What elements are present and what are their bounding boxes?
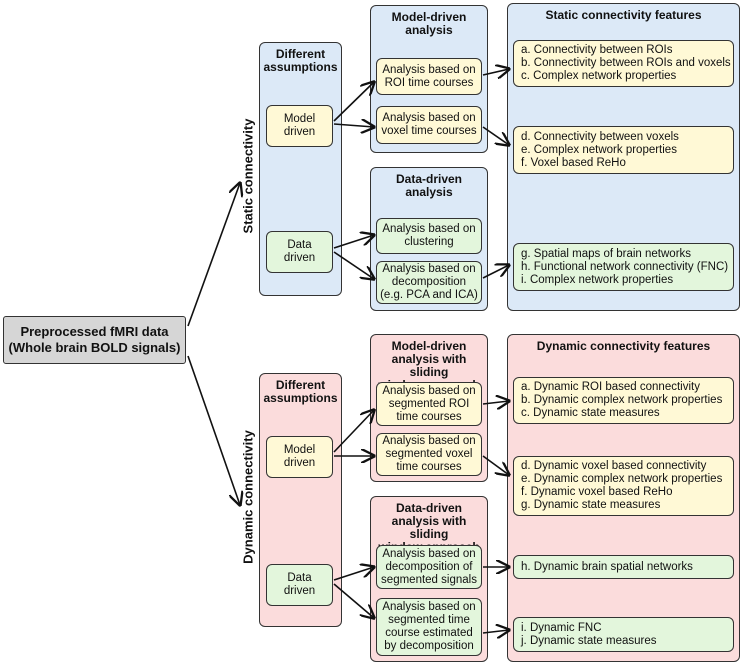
arrow-root-to-dynamic: [187, 355, 240, 505]
arrow-static-model-to-roi: [333, 82, 374, 122]
arrow-static-roi-to-features: [482, 69, 509, 75]
feature-item: b. Connectivity between ROIs and voxels: [521, 57, 731, 69]
static-decomposition-box: Analysis based on decomposition (e.g. PC…: [376, 261, 482, 304]
static-data-driven-box: Data driven: [266, 231, 333, 273]
feature-item: d. Dynamic voxel based connectivity: [521, 460, 707, 472]
static-voxel-analysis-box: Analysis based on voxel time courses: [376, 106, 482, 144]
arrow-root-to-static: [187, 183, 240, 327]
feature-item: g. Dynamic state measures: [521, 499, 661, 511]
static-features-group-2: d. Connectivity between voxels e. Comple…: [513, 126, 734, 174]
dynamic-roi-analysis-box: Analysis based on segmented ROI time cou…: [376, 382, 482, 426]
arrow-dynamic-data-to-segmented: [333, 583, 374, 618]
feature-item: i. Complex network properties: [521, 273, 674, 286]
dynamic-segmented-box: Analysis based on segmented time course …: [376, 598, 482, 656]
feature-item: a. Connectivity between ROIs: [521, 44, 673, 56]
arrow-static-data-to-clustering: [333, 235, 374, 249]
dynamic-data-driven-box: Data driven: [266, 564, 333, 606]
arrow-static-data-to-decomposition: [333, 251, 374, 279]
arrow-dynamic-segmented-to-features: [482, 630, 509, 633]
feature-item: g. Spatial maps of brain networks: [521, 247, 692, 260]
feature-item: h. Functional network connectivity (FNC): [521, 260, 729, 273]
dynamic-decomposition-box: Analysis based on decomposition of segme…: [376, 545, 482, 589]
static-features-group-3: g. Spatial maps of brain networks h. Fun…: [513, 243, 734, 291]
feature-item: a. Dynamic ROI based connectivity: [521, 381, 700, 393]
dynamic-features-group-1: a. Dynamic ROI based connectivity b. Dyn…: [513, 377, 734, 424]
arrow-dynamic-roi-to-features: [482, 401, 509, 404]
arrow-dynamic-model-to-roi: [333, 410, 374, 453]
feature-item: e. Dynamic complex network properties: [521, 473, 723, 485]
dynamic-model-driven-box: Model driven: [266, 436, 333, 478]
feature-item: e. Complex network properties: [521, 143, 677, 156]
dynamic-features-group-2: d. Dynamic voxel based connectivity e. D…: [513, 456, 734, 516]
feature-item: f. Voxel based ReHo: [521, 156, 626, 169]
feature-item: h. Dynamic brain spatial networks: [521, 560, 693, 573]
feature-item: c. Complex network properties: [521, 70, 677, 82]
arrow-dynamic-data-to-decomposition: [333, 567, 374, 581]
feature-item: i. Dynamic FNC: [521, 621, 602, 634]
feature-item: c. Dynamic state measures: [521, 407, 660, 419]
arrow-static-voxel-to-features: [482, 126, 509, 145]
static-model-driven-box: Model driven: [266, 105, 333, 147]
arrow-static-decomposition-to-features: [482, 265, 509, 279]
arrow-static-model-to-voxel: [333, 124, 374, 127]
dynamic-features-group-4: i. Dynamic FNC j. Dynamic state measures: [513, 617, 734, 652]
feature-item: b. Dynamic complex network properties: [521, 394, 723, 406]
feature-item: f. Dynamic voxel based ReHo: [521, 486, 673, 498]
static-roi-analysis-box: Analysis based on ROI time courses: [376, 58, 482, 95]
arrow-dynamic-voxel-to-features: [482, 455, 509, 475]
root-node: Preprocessed fMRI data (Whole brain BOLD…: [3, 316, 186, 364]
dynamic-voxel-analysis-box: Analysis based on segmented voxel time c…: [376, 433, 482, 476]
static-clustering-box: Analysis based on clustering: [376, 218, 482, 254]
dynamic-features-group-3: h. Dynamic brain spatial networks: [513, 555, 734, 579]
feature-item: j. Dynamic state measures: [521, 634, 657, 647]
feature-item: d. Connectivity between voxels: [521, 130, 679, 143]
static-features-group-1: a. Connectivity between ROIs b. Connecti…: [513, 40, 734, 87]
